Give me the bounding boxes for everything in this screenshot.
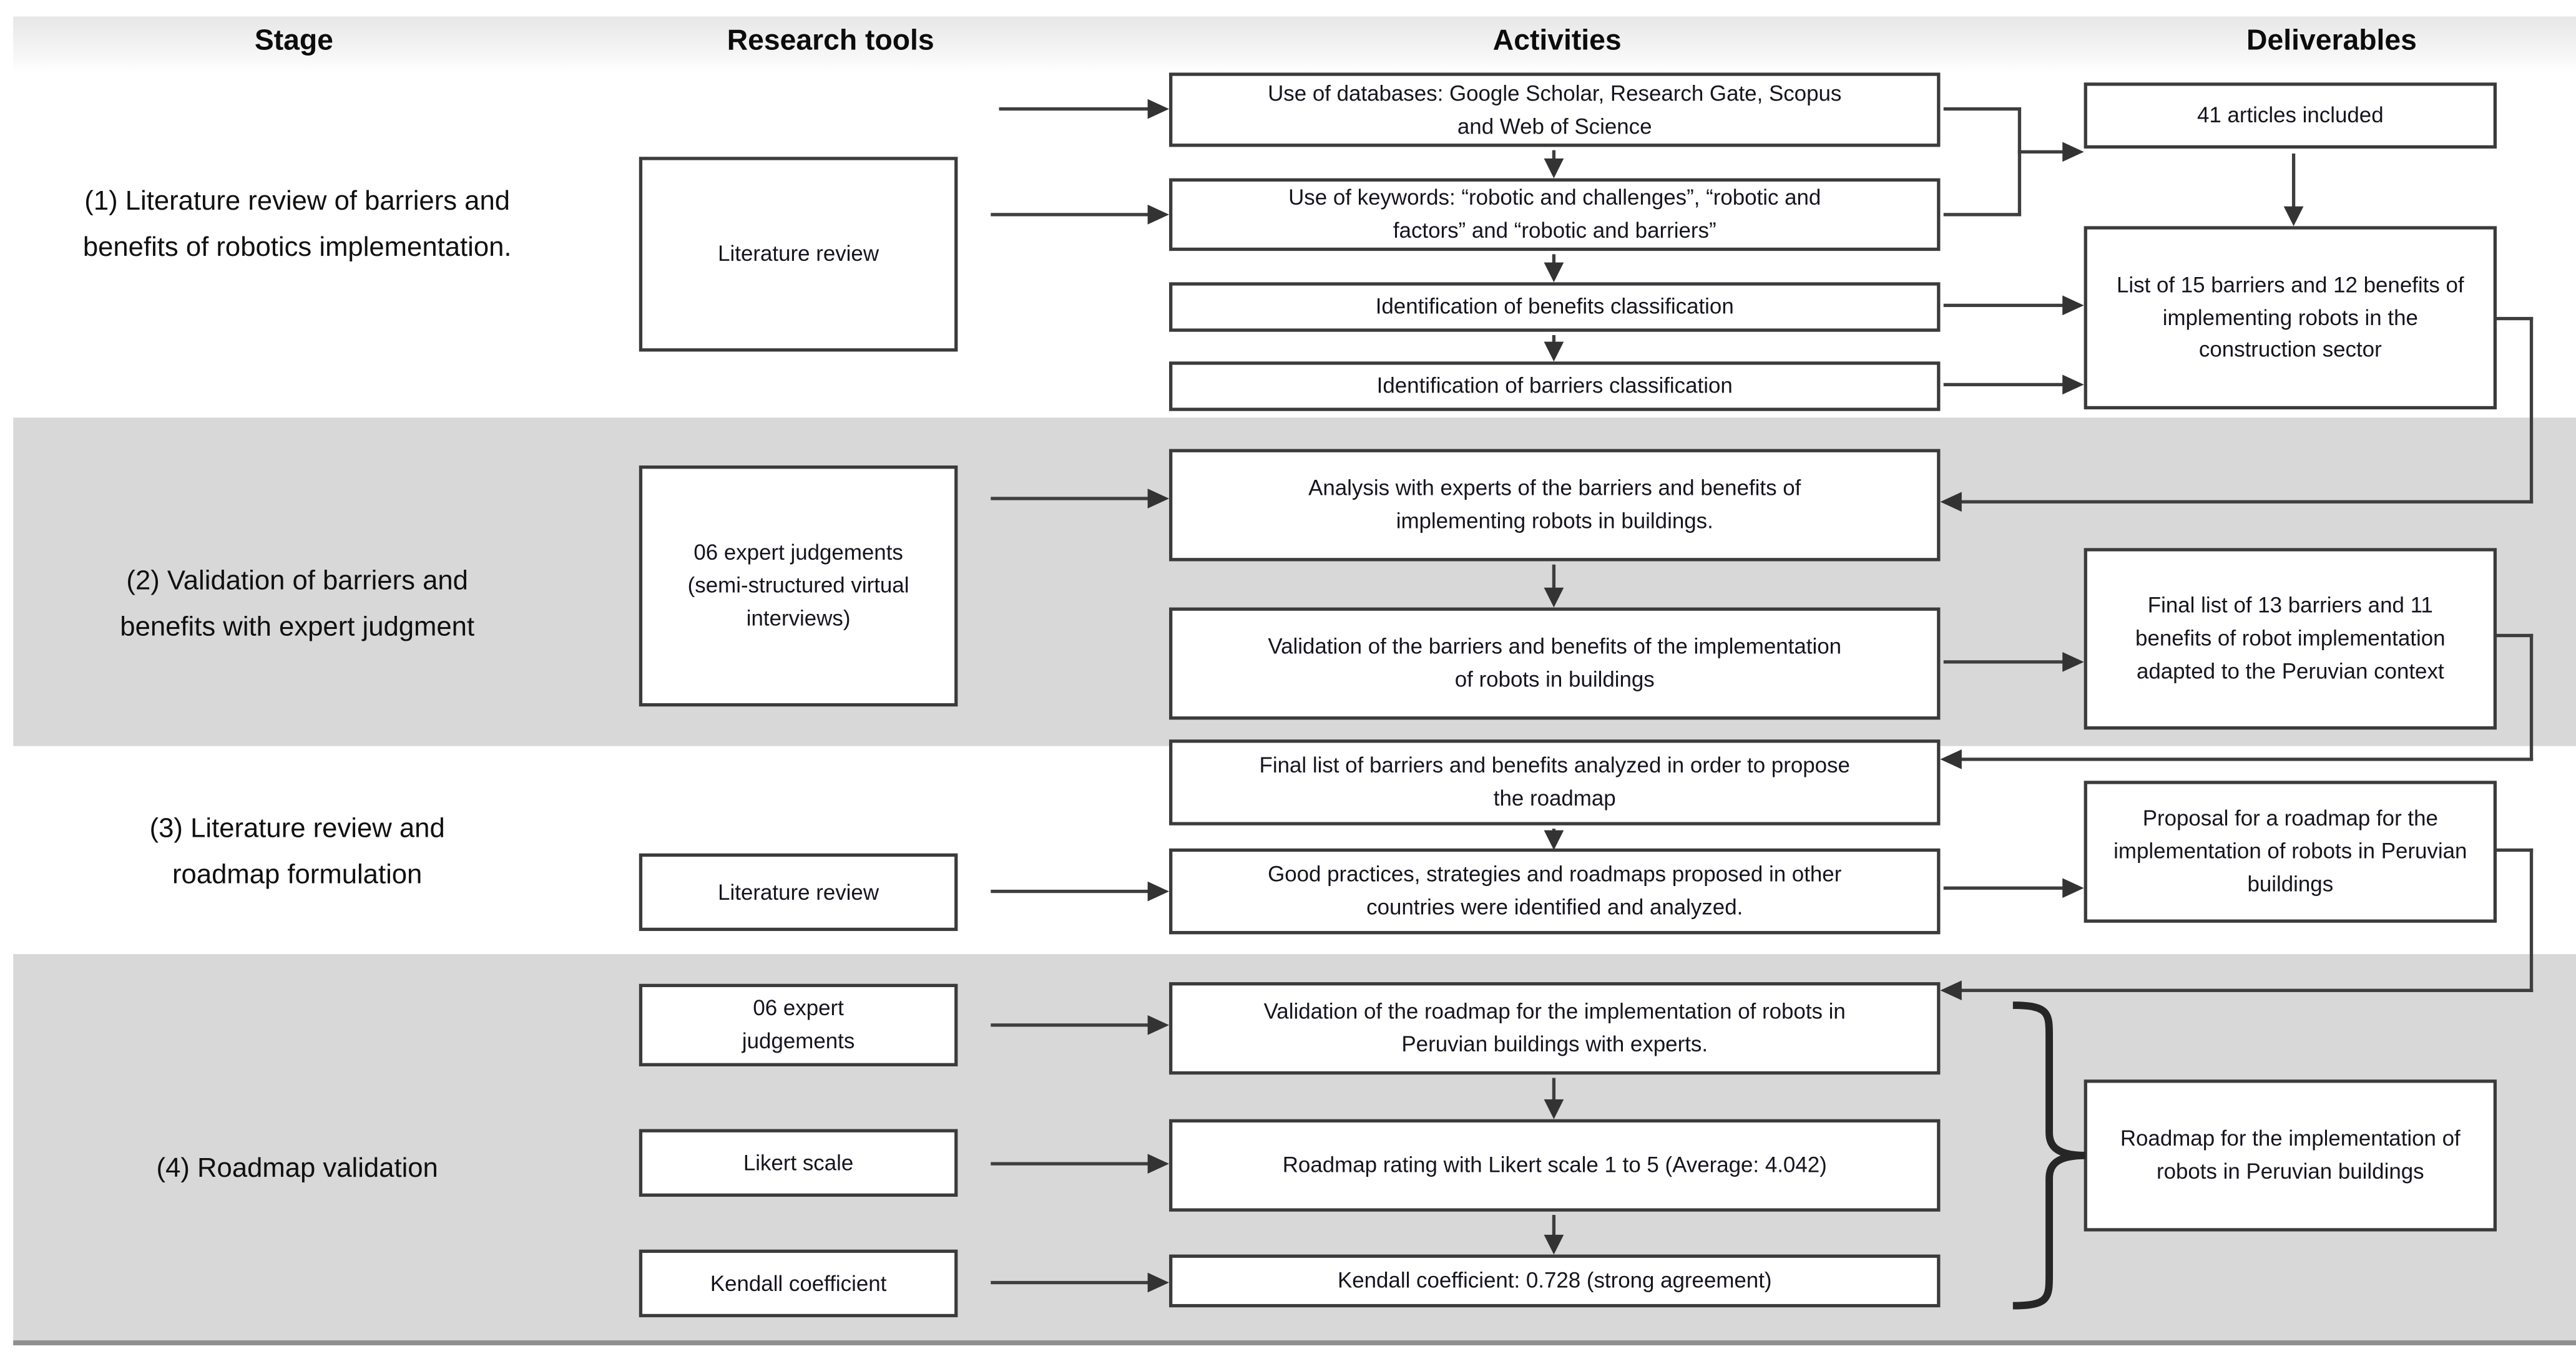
stage4-tool-3-box: Kendall coefficient xyxy=(639,1249,958,1318)
arrow-tool4a-to-activity xyxy=(991,1023,1150,1028)
arrowhead-activity2-to-3 xyxy=(1544,262,1564,283)
stage4-activity-2-box: Roadmap rating with Likert scale 1 to 5 … xyxy=(1169,1119,1941,1212)
stage3-tool-box: Literature review xyxy=(639,853,958,932)
column-header-activities: Activities xyxy=(1492,23,1622,56)
arrow-analysis-to-validation xyxy=(1552,564,1557,590)
stage1-deliverable-2-box: List of 15 barriers and 12 benefits of i… xyxy=(2084,226,2497,410)
feedback4-vertical xyxy=(2529,848,2534,992)
arrowhead-deliverable1-to-2 xyxy=(2283,206,2304,226)
stage4-tool-1-box: 06 expert judgements xyxy=(639,983,958,1066)
arrowhead-activity1-to-2 xyxy=(1544,158,1564,178)
feedback4-horizontal xyxy=(1960,988,2534,993)
feedback2-vertical xyxy=(2529,316,2534,504)
arrow-goodpractices-to-proposal xyxy=(1943,886,2064,890)
stage1-deliverable-1-box: 41 articles included xyxy=(2084,82,2497,149)
arrow-to-activity1 xyxy=(999,107,1150,112)
column-header-research-tools: Research tools xyxy=(727,23,934,56)
stage1-activity-2-box: Use of keywords: “robotic and challenges… xyxy=(1169,178,1941,251)
arrowhead-to-deliverable1 xyxy=(2062,142,2084,162)
arrow-to-deliverable1 xyxy=(2017,150,2064,155)
arrowhead-finallist-to-goodpractices xyxy=(1544,830,1564,850)
arrowhead-activity3-to-4 xyxy=(1544,341,1564,362)
stage2-activity-2-box: Validation of the barriers and benefits … xyxy=(1169,607,1941,720)
arrowhead-tool2-to-activity xyxy=(1147,489,1170,509)
bracket-line-bottom xyxy=(1943,213,2022,217)
stage2-deliverable-1-box: Final list of 13 barriers and 11 benefit… xyxy=(2084,548,2497,730)
arrow-rating-to-kendall xyxy=(1552,1215,1557,1237)
arrowhead-validation-to-rating xyxy=(1544,1099,1564,1119)
stage3-label: (3) Literature review and roadmap formul… xyxy=(149,814,445,890)
arrow-activity3-to-deliverable2 xyxy=(1943,303,2064,308)
stage3-activity-1-box: Final list of barriers and benefits anal… xyxy=(1169,739,1941,826)
header-band xyxy=(13,16,2576,73)
arrowhead-validation-to-deliverable xyxy=(2062,651,2084,672)
bracket-line-vertical xyxy=(2017,107,2022,217)
stage1-activity-3-box: Identification of benefits classificatio… xyxy=(1169,282,1941,332)
stage4-label: (4) Roadmap validation xyxy=(156,1154,438,1184)
stage3-activity-2-box: Good practices, strategies and roadmaps … xyxy=(1169,848,1941,935)
arrowhead-activity3-to-deliverable2 xyxy=(2062,295,2084,316)
stage2-tool-box: 06 expert judgements (semi-structured vi… xyxy=(639,465,958,707)
arrow-tool4c-to-activity xyxy=(991,1280,1150,1285)
arrowhead-tool4a-to-activity xyxy=(1147,1015,1170,1035)
arrowhead-tool4c-to-activity xyxy=(1147,1272,1170,1293)
bracket-line-top xyxy=(1943,107,2022,112)
feedback4-stub xyxy=(2496,848,2534,853)
feedback2-horizontal xyxy=(1960,500,2534,504)
arrowhead-feedback4 xyxy=(1940,980,1962,1001)
arrow-activity3-to-4 xyxy=(1552,335,1557,345)
stage1-label: (1) Literature review of barriers and be… xyxy=(82,186,512,263)
arrow-validation-to-deliverable xyxy=(1943,660,2064,665)
stage1-activity-1-box: Use of databases: Google Scholar, Resear… xyxy=(1169,72,1941,147)
stage4-deliverable-1-box: Roadmap for the implementation of robots… xyxy=(2084,1079,2497,1232)
column-header-deliverables: Deliverables xyxy=(2246,23,2417,56)
feedback3-vertical xyxy=(2529,633,2534,761)
stage3-deliverable-1-box: Proposal for a roadmap for the implement… xyxy=(2084,781,2497,923)
arrow-deliverable1-to-2 xyxy=(2291,153,2296,208)
arrow-tool-to-activity2 xyxy=(991,213,1150,217)
feedback3-horizontal xyxy=(1960,757,2534,762)
stage1-tool-box: Literature review xyxy=(639,157,958,352)
arrowhead-rating-to-kendall xyxy=(1544,1234,1564,1255)
arrowhead-feedback2 xyxy=(1940,492,1962,512)
arrowhead-goodpractices-to-proposal xyxy=(2062,878,2084,899)
stage2-activity-1-box: Analysis with experts of the barriers an… xyxy=(1169,449,1941,562)
arrowhead-tool3-to-activity xyxy=(1147,881,1170,902)
arrow-tool4b-to-activity xyxy=(991,1162,1150,1166)
arrowhead-tool-to-activity2 xyxy=(1147,205,1170,225)
stage2-label: (2) Validation of barriers and benefits … xyxy=(120,566,475,643)
arrowhead-analysis-to-validation xyxy=(1544,587,1564,608)
arrowhead-activity4-to-deliverable2 xyxy=(2062,374,2084,395)
arrowhead-feedback3 xyxy=(1940,749,1962,769)
arrow-tool3-to-activity xyxy=(991,889,1150,894)
column-header-stage: Stage xyxy=(254,23,333,56)
feedback3-stub xyxy=(2496,633,2534,638)
arrowhead-to-activity1 xyxy=(1147,99,1170,119)
arrow-tool2-to-activity xyxy=(991,497,1150,501)
arrow-activity4-to-deliverable2 xyxy=(1943,382,2064,387)
stage4-activity-3-box: Kendall coefficient: 0.728 (strong agree… xyxy=(1169,1254,1941,1308)
arrow-validation-to-rating xyxy=(1552,1078,1557,1101)
stage1-activity-4-box: Identification of barriers classificatio… xyxy=(1169,361,1941,411)
arrow-activity1-to-2 xyxy=(1552,150,1557,162)
arrowhead-tool4b-to-activity xyxy=(1147,1154,1170,1174)
arrow-activity2-to-3 xyxy=(1552,254,1557,266)
feedback2-stub xyxy=(2496,316,2534,321)
stage4-tool-2-box: Likert scale xyxy=(639,1129,958,1197)
stage4-activity-1-box: Validation of the roadmap for the implem… xyxy=(1169,982,1941,1075)
curly-brace xyxy=(2012,1001,2086,1310)
